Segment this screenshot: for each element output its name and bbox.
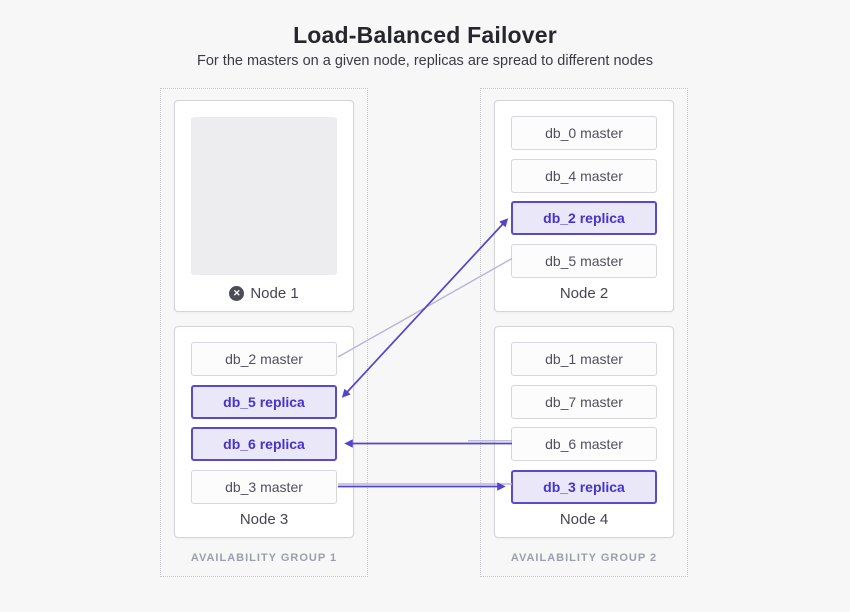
- node-name-label: Node 1: [250, 285, 299, 302]
- diagram-title: Load-Balanced Failover: [293, 22, 557, 48]
- node-1-label-row: ✕ Node 1: [175, 285, 353, 302]
- availability-group-1: ✕ Node 1 db_2 master db_5 replica db_6 r…: [160, 88, 368, 577]
- availability-group-2: db_0 master db_4 master db_2 replica db_…: [480, 88, 688, 577]
- db-slot-db3-replica: db_3 replica: [511, 470, 657, 504]
- db-slot-db6-replica: db_6 replica: [191, 427, 337, 461]
- db-slot-db2-replica: db_2 replica: [511, 201, 657, 235]
- node-name-label: Node 4: [559, 511, 609, 528]
- db-slot-db4-master: db_4 master: [511, 159, 657, 193]
- db-slot-db6-master: db_6 master: [511, 427, 657, 461]
- node-1-empty-placeholder: [191, 117, 337, 275]
- node-name-label: Node 3: [239, 511, 289, 528]
- node-3-card: db_2 master db_5 replica db_6 replica db…: [174, 326, 354, 538]
- db-slot-db3-master: db_3 master: [191, 470, 337, 504]
- db-slot-db7-master: db_7 master: [511, 385, 657, 419]
- x-circle-icon: ✕: [229, 286, 245, 301]
- availability-group-2-label: AVAILABILITY GROUP 2: [510, 552, 658, 564]
- db-slot-db1-master: db_1 master: [511, 342, 657, 376]
- node-2-card: db_0 master db_4 master db_2 replica db_…: [494, 100, 674, 312]
- db-slot-db5-replica: db_5 replica: [191, 385, 337, 419]
- availability-group-1-label: AVAILABILITY GROUP 1: [190, 552, 338, 564]
- db-slot-db2-master: db_2 master: [191, 342, 337, 376]
- db-slot-db5-master: db_5 master: [511, 244, 657, 278]
- node-4-card: db_1 master db_7 master db_6 master db_3…: [494, 326, 674, 538]
- db-slot-db0-master: db_0 master: [511, 116, 657, 150]
- node-name-label: Node 2: [559, 285, 609, 302]
- node-1-card: ✕ Node 1: [174, 100, 354, 312]
- diagram-subtitle: For the masters on a given node, replica…: [197, 53, 653, 69]
